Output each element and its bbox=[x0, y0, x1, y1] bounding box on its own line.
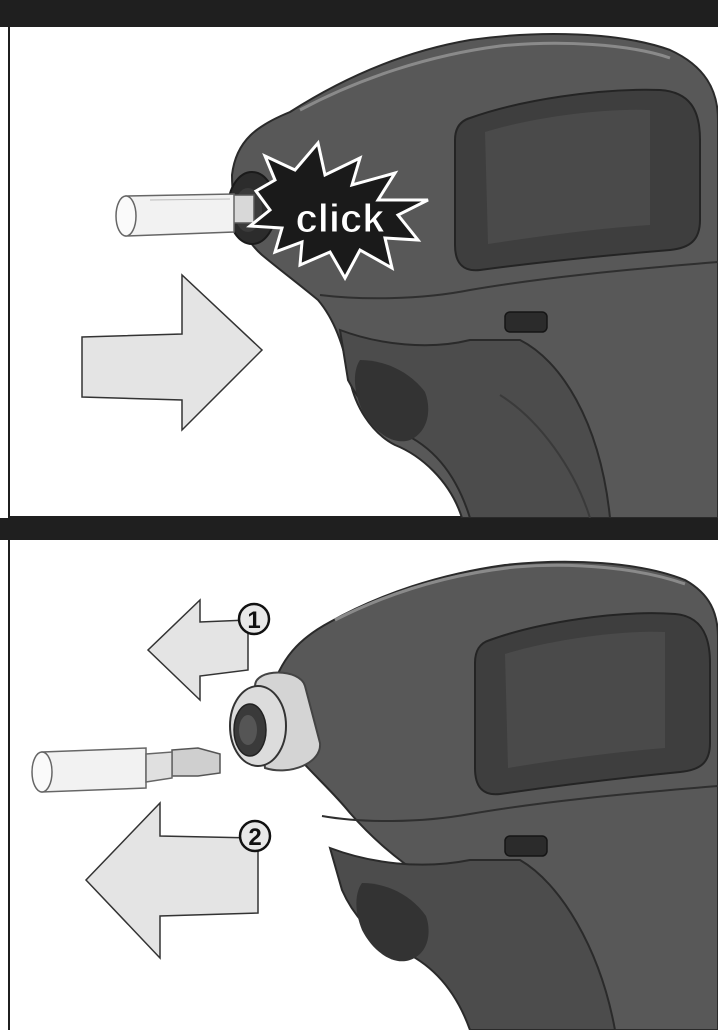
hex-bit bbox=[116, 194, 254, 236]
remove-bit-illustration: 1 2 bbox=[0, 518, 718, 1030]
hex-bit bbox=[32, 748, 220, 792]
remove-bit-arrow: 2 bbox=[86, 803, 270, 958]
figure-insert-bit: click bbox=[0, 0, 718, 518]
figure-remove-bit: 1 2 bbox=[0, 518, 718, 1030]
impact-driver-body bbox=[228, 34, 718, 518]
impact-driver-body bbox=[270, 562, 718, 1030]
step-1-label: 1 bbox=[247, 607, 260, 634]
click-label: click bbox=[296, 197, 386, 241]
push-arrow bbox=[82, 275, 262, 430]
insert-bit-illustration: click bbox=[0, 0, 718, 518]
step-2-label: 2 bbox=[248, 824, 261, 851]
pull-collar-arrow: 1 bbox=[148, 600, 269, 700]
